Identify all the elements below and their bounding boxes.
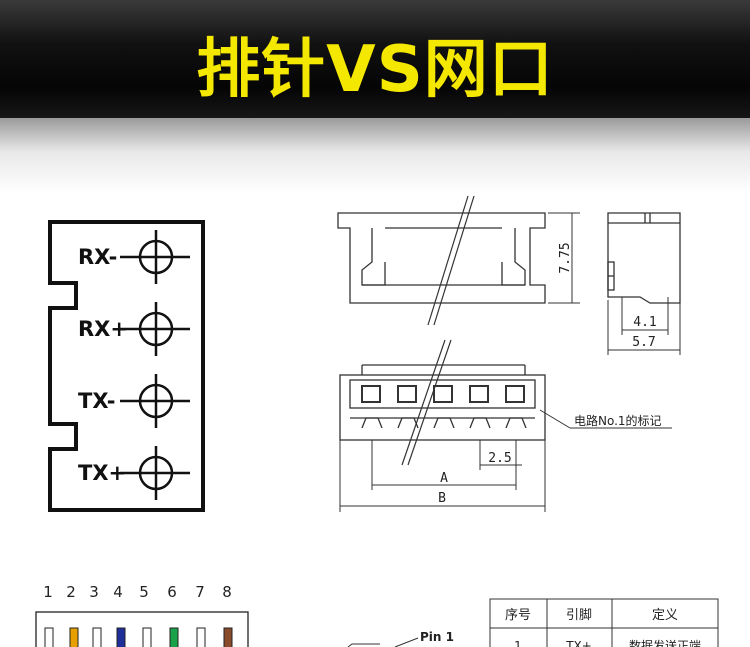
pin-row-tx-minus: TX- (78, 374, 190, 428)
wire-slot-2 (69, 627, 79, 647)
wire-slot-5 (142, 627, 152, 647)
table-header: 引脚 (566, 607, 592, 623)
pin-row-rx-minus: RX- (78, 230, 190, 284)
pin-label: RX+ (78, 317, 128, 341)
wire-slot-4 (116, 627, 126, 647)
height-dimension-label: 7.75 (558, 242, 573, 273)
rj45-pin-number: 7 (195, 583, 205, 601)
page-title: 排针VS网口 (196, 33, 554, 107)
rj45-pin-number: 6 (167, 583, 177, 601)
pin-circle (138, 383, 174, 419)
pin-circle (138, 455, 174, 491)
pitch-dimension-label: 2.5 (488, 451, 511, 466)
break-lines-top (427, 195, 475, 326)
dimension-b-label: B (438, 491, 446, 506)
rj45-pin-number: 5 (139, 583, 149, 601)
connector-side-profile (337, 212, 546, 304)
pin-label: RX- (78, 245, 117, 269)
rj45-pin-number: 2 (66, 583, 76, 601)
pin-row-rx-plus: RX+ (78, 302, 190, 356)
width-dimension-label: 5.7 (632, 335, 655, 350)
table-cell: 1 (514, 639, 522, 647)
table-cell: 数据发送正端 (629, 638, 701, 647)
header-banner (0, 0, 750, 125)
pin-definition-table (489, 598, 719, 647)
table-header: 序号 (505, 608, 531, 623)
table-cell: TX+ (565, 639, 592, 647)
circuit-note-leader (539, 409, 672, 429)
rj45-pin-numbers: 1 2 3 4 5 6 7 8 (43, 583, 232, 601)
pin-label: TX+ (78, 461, 126, 485)
wire-slot-3 (92, 627, 102, 647)
pin-circle (138, 311, 174, 347)
pin1-label: Pin 1 (420, 630, 454, 644)
pin1-leader (347, 637, 419, 647)
rj45-pin-number: 3 (89, 583, 99, 601)
rj45-pin-number: 8 (222, 583, 232, 601)
table-header: 定义 (652, 608, 678, 623)
circuit-note-label: 电路No.1的标记 (574, 413, 662, 428)
rj45-jack-outline (35, 611, 249, 647)
bottom-dimensions (339, 440, 546, 512)
height-dimension (548, 212, 580, 304)
pin-row-tx-plus: TX+ (78, 446, 190, 500)
width-dimensions (607, 297, 681, 355)
rj45-pin-number: 1 (43, 583, 53, 601)
wire-slot-8 (223, 627, 233, 647)
header-connector-outline (48, 220, 205, 512)
wire-slot-6 (169, 627, 179, 647)
connector-end-view (607, 212, 681, 304)
pin-circle (138, 239, 174, 275)
rj45-wires (44, 627, 233, 647)
pin-label: TX- (78, 389, 116, 413)
dimension-a-label: A (440, 471, 448, 486)
contact-feet (361, 417, 527, 429)
wire-slot-1 (44, 627, 54, 647)
contact-slots (361, 385, 525, 403)
header-fade (0, 118, 750, 193)
width-dimension-label: 4.1 (633, 315, 656, 330)
break-lines-bottom (401, 339, 452, 466)
wire-slot-7 (196, 627, 206, 647)
rj45-pin-number: 4 (113, 583, 123, 601)
